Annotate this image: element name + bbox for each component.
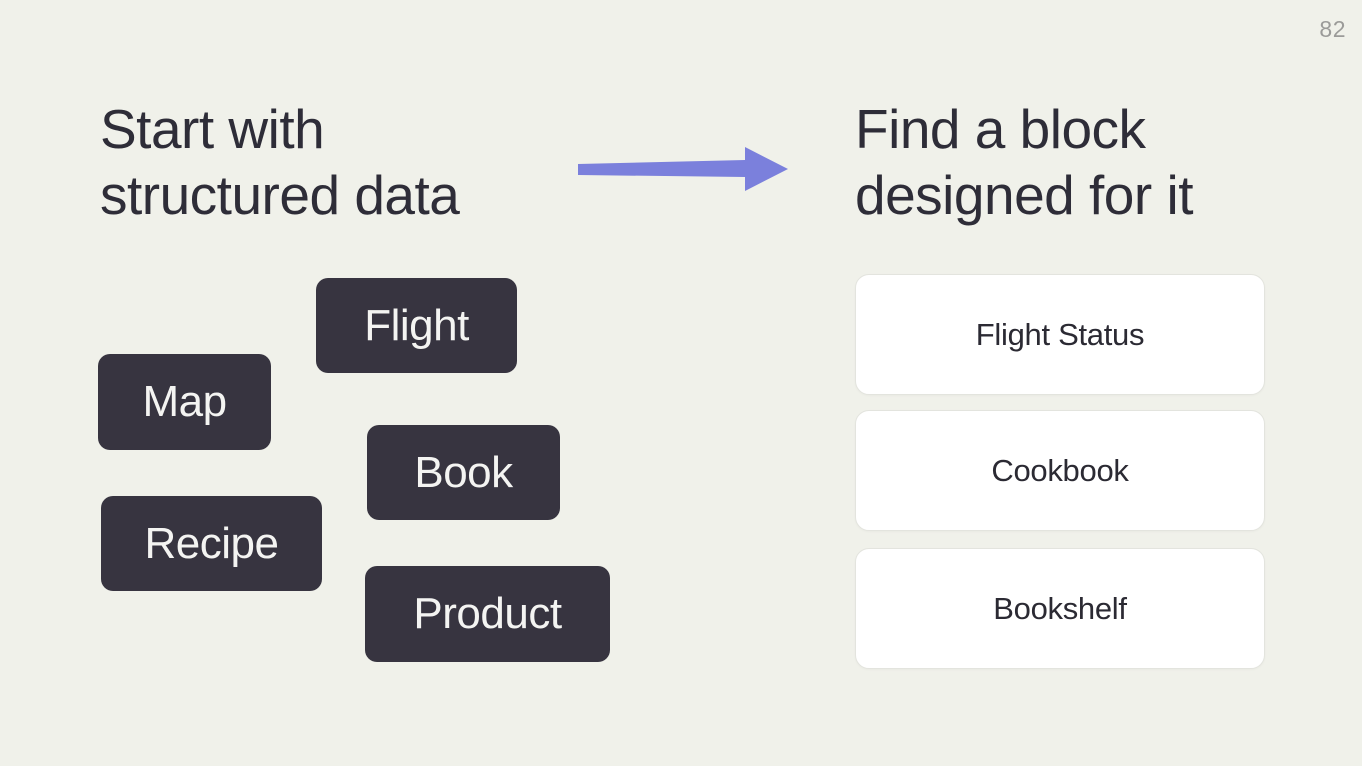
- data-tag-book: Book: [367, 425, 560, 520]
- left-heading-line-2: structured data: [100, 164, 460, 226]
- right-heading: Find a block designed for it: [855, 96, 1194, 228]
- right-heading-line-1: Find a block: [855, 98, 1146, 160]
- data-tag-map: Map: [98, 354, 271, 450]
- data-tag-product: Product: [365, 566, 610, 662]
- block-card-bookshelf: Bookshelf: [855, 548, 1265, 669]
- data-tag-flight: Flight: [316, 278, 517, 373]
- block-card-flight-status: Flight Status: [855, 274, 1265, 395]
- page-number: 82: [1319, 16, 1346, 42]
- data-tag-recipe: Recipe: [101, 496, 322, 591]
- left-heading-line-1: Start with: [100, 98, 325, 160]
- right-arrow-shape: [578, 147, 788, 191]
- right-arrow-icon: [578, 147, 788, 191]
- left-heading: Start with structured data: [100, 96, 460, 228]
- block-card-cookbook: Cookbook: [855, 410, 1265, 531]
- right-heading-line-2: designed for it: [855, 164, 1194, 226]
